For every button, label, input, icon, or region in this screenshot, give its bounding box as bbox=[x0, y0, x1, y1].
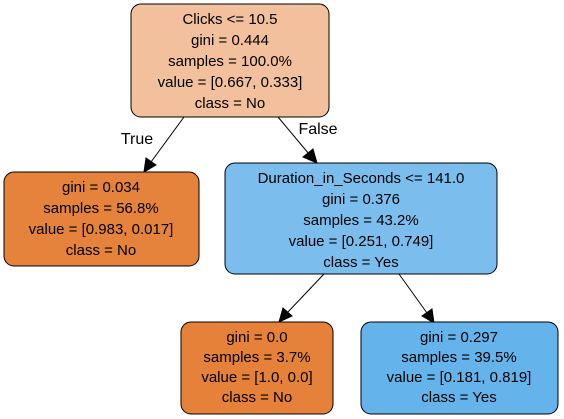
node-left-gini: gini = 0.034 bbox=[62, 179, 140, 196]
node-right-value: value = [0.251, 0.749] bbox=[289, 233, 434, 250]
edge-label-false: False bbox=[298, 121, 337, 138]
node-right-left-samples: samples = 3.7% bbox=[203, 349, 310, 366]
edge-root-to-left bbox=[143, 116, 185, 173]
node-right-left-class: class = No bbox=[222, 389, 292, 406]
node-box-right-right bbox=[360, 321, 559, 415]
edge-right-to-right-right bbox=[398, 273, 435, 324]
node-left-class: class = No bbox=[66, 242, 136, 259]
tree-node-left: gini = 0.034 samples = 56.8% value = [0.… bbox=[3, 171, 200, 267]
node-box-right-left bbox=[180, 321, 334, 415]
node-box-left bbox=[3, 171, 200, 267]
edge-label-true: True bbox=[121, 131, 153, 148]
tree-node-right-right: gini = 0.297 samples = 39.5% value = [0.… bbox=[360, 321, 559, 415]
edge-root-to-right bbox=[277, 116, 318, 164]
node-right-class: class = Yes bbox=[323, 254, 398, 271]
edge-right-to-right-left bbox=[278, 273, 325, 323]
node-right-gini: gini = 0.376 bbox=[322, 191, 400, 208]
node-right-right-gini: gini = 0.297 bbox=[420, 329, 498, 346]
node-left-samples: samples = 56.8% bbox=[43, 200, 158, 217]
node-root-split: Clicks <= 10.5 bbox=[182, 11, 277, 28]
tree-node-right-left: gini = 0.0 samples = 3.7% value = [1.0, … bbox=[180, 321, 334, 415]
node-root-value: value = [0.667, 0.333] bbox=[158, 74, 303, 91]
node-box-root bbox=[130, 3, 330, 118]
tree-node-right: Duration_in_Seconds <= 141.0 gini = 0.37… bbox=[224, 162, 498, 275]
node-right-split: Duration_in_Seconds <= 141.0 bbox=[258, 170, 465, 187]
tree-node-root: Clicks <= 10.5 gini = 0.444 samples = 10… bbox=[130, 3, 330, 118]
node-right-right-value: value = [0.181, 0.819] bbox=[387, 369, 532, 386]
node-right-samples: samples = 43.2% bbox=[303, 212, 418, 229]
node-right-left-gini: gini = 0.0 bbox=[226, 329, 287, 346]
node-right-left-value: value = [1.0, 0.0] bbox=[201, 369, 312, 386]
node-right-right-class: class = Yes bbox=[421, 389, 496, 406]
node-root-class: class = No bbox=[195, 95, 265, 112]
node-root-samples: samples = 100.0% bbox=[168, 53, 292, 70]
node-left-value: value = [0.983, 0.017] bbox=[29, 221, 174, 238]
node-box-right bbox=[224, 162, 498, 275]
node-right-right-samples: samples = 39.5% bbox=[401, 349, 516, 366]
node-root-gini: gini = 0.444 bbox=[191, 32, 269, 49]
